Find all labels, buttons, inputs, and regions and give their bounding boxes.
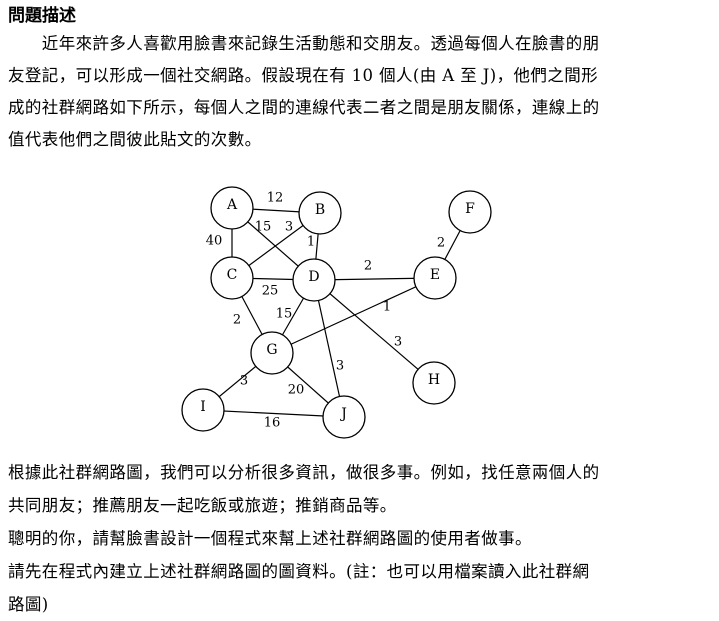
node-label: H <box>428 372 440 388</box>
task-line: 共同朋友；推薦朋友一起吃飯或旅遊；推銷商品等。 <box>8 496 397 515</box>
node-circle <box>322 395 366 439</box>
edge-weight-d-e: 2 <box>364 259 372 274</box>
node-label: A <box>226 197 238 213</box>
node-circle <box>292 258 336 302</box>
node-circle <box>250 331 294 375</box>
edge-weight-c-g: 2 <box>233 313 241 328</box>
edge-d-h <box>313 279 435 384</box>
intro-line: 近年來許多人喜歡用臉書來記錄生活動態和交朋友。透過每個人在臉書的朋 <box>8 34 600 53</box>
edge-weight-b-c: 3 <box>285 220 293 235</box>
edge-e-g <box>271 277 436 354</box>
edge-weight-i-j: 16 <box>264 416 281 431</box>
node-f: F <box>448 190 492 234</box>
node-b: B <box>298 191 342 235</box>
node-label: E <box>430 267 440 283</box>
section-heading: 問題描述 <box>8 6 76 26</box>
node-label: C <box>227 267 238 283</box>
edge-weight-a-b: 12 <box>267 191 284 206</box>
node-label: F <box>465 201 475 217</box>
task-line: 聰明的你，請幫臉書設計一個程式來幫上述社群網路圖的使用者做事。 <box>8 529 532 548</box>
node-j: J <box>322 395 366 439</box>
intro-line: 成的社群網路如下所示，每個人之間的連線代表二者之間是朋友關係，連線上的 <box>8 98 600 117</box>
node-h: H <box>412 361 456 405</box>
edge-weight-g-i: 3 <box>240 374 248 389</box>
edge-i-j <box>202 409 345 418</box>
node-circle <box>298 191 342 235</box>
task-line: 請先在程式內建立上述社群網路圖的圖資料。(註：也可以用檔案讀入此社群網 <box>8 562 590 581</box>
edge-weight-e-f: 2 <box>437 236 445 251</box>
edge-weight-c-d: 25 <box>262 284 279 299</box>
edge-weight-d-g: 15 <box>276 307 293 322</box>
node-circle <box>210 256 254 300</box>
edge-weight-a-d: 15 <box>255 220 272 235</box>
task-line: 根據此社群網路圖，我們可以分析很多資訊，做很多事。例如，找任意兩個人的 <box>8 463 600 482</box>
edge-d-j <box>313 279 345 418</box>
node-label: G <box>266 342 277 358</box>
task-line: 路圖) <box>8 595 49 614</box>
edge-weight-a-c: 40 <box>206 234 223 249</box>
node-circle <box>210 186 254 230</box>
intro-paragraph: 近年來許多人喜歡用臉書來記錄生活動態和交朋友。透過每個人在臉書的朋 友登記，可以… <box>8 28 708 156</box>
node-a: A <box>210 186 254 230</box>
intro-line: 值代表他們之間彼此貼文的次數。 <box>8 130 262 149</box>
node-label: D <box>308 269 319 285</box>
edge-weight-e-g: 1 <box>383 300 391 315</box>
node-circle <box>448 190 492 234</box>
node-g: G <box>250 331 294 375</box>
node-circle <box>412 361 456 405</box>
node-label: J <box>339 406 347 422</box>
node-c: C <box>210 256 254 300</box>
edge-weight-g-j: 20 <box>288 383 305 398</box>
node-circle <box>413 256 457 300</box>
node-label: I <box>200 399 206 415</box>
node-e: E <box>413 256 457 300</box>
intro-line: 友登記，可以形成一個社交網路。假設現在有 10 個人(由 A 至 J)，他們之間… <box>8 66 599 85</box>
node-d: D <box>292 258 336 302</box>
node-label: B <box>315 202 325 218</box>
edge-weight-d-j: 3 <box>336 359 344 374</box>
edge-weight-b-d: 1 <box>307 235 315 250</box>
edge-weight-d-h: 3 <box>394 335 402 350</box>
node-i: I <box>181 388 225 432</box>
node-circle <box>181 388 225 432</box>
task-paragraph: 根據此社群網路圖，我們可以分析很多資訊，做很多事。例如，找任意兩個人的 共同朋友… <box>8 456 708 621</box>
